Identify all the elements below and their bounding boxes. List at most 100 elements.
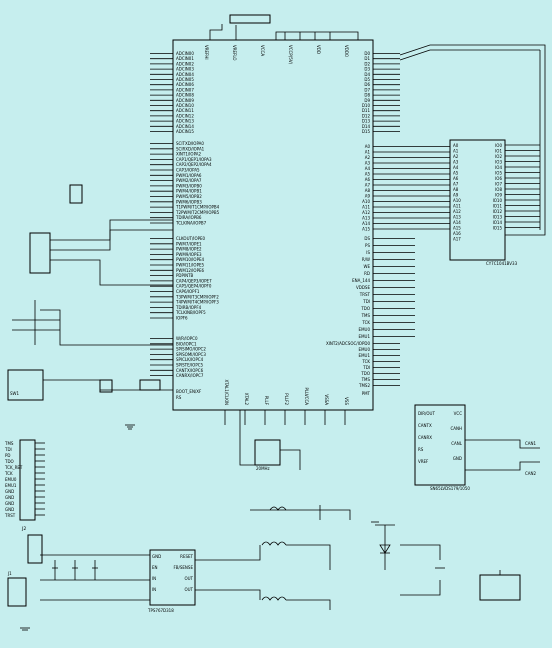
sram-pin-label: A0 (453, 143, 459, 148)
analog-ground-tie (479, 570, 521, 601)
sram-pin-label: A5 (453, 171, 459, 176)
sram-pin-label: IO12 (493, 209, 503, 214)
oscillator (254, 439, 281, 466)
boot-jumper[interactable] (139, 379, 161, 391)
dsp-pin-label: D14 (362, 124, 371, 129)
dsp-pin-label: D11 (362, 108, 371, 113)
dsp-pin-label: D8 (364, 93, 370, 98)
dsp-pin-label: D12 (362, 113, 371, 118)
dsp-pin-label: D9 (364, 98, 370, 103)
sram-pin-label: IO15 (493, 226, 503, 231)
dsp-pin-label: VREFLO (232, 45, 237, 61)
dsp-pin-label: A15 (362, 227, 370, 232)
dsp-pin-label: D6 (364, 82, 370, 87)
dsp-pin-label: ENA_144 (352, 278, 370, 283)
sram-pin-label: IO4 (495, 165, 502, 170)
dsp-pin-label: TDI (362, 299, 370, 304)
dsp-pin-label: A12 (362, 210, 370, 215)
sram-title: CY7C1041BV33 (486, 261, 518, 266)
transceiver-pin-label: RS (418, 447, 424, 452)
dsp-pin-label: PWM7/IOPE1 (176, 241, 202, 246)
dsp-pin-label: D2 (364, 61, 370, 66)
jtag-pin-label: PD (5, 453, 11, 458)
sram-pin-label: A3 (453, 160, 459, 165)
dsp-pin-label: PLLVCCA (304, 388, 309, 406)
dsp-pin-label: TRST (359, 292, 371, 297)
cap-bank-left (52, 560, 98, 580)
dsp-pin-label: SPICLK/IOPC4 (176, 357, 204, 362)
dsp-pin-label: TDIRB/IOPF4 (175, 305, 202, 310)
regulator-pin-label: RESET (180, 554, 193, 559)
dsp-pin-label: SPISOMI/IOPC3 (176, 352, 206, 357)
dsp-pin-label: EMU1 (359, 353, 371, 358)
dsp-pin-label: A9 (365, 194, 371, 199)
dsp-pin-label: D3 (364, 67, 370, 72)
dsp-pin-label: VSSA (324, 394, 329, 405)
dsp-pin-label: PWM8/IOPE2 (176, 247, 202, 252)
sram-pin-labels: A0A1A2A3A4A5A6A7A8A9A10A11A12A13A14A15A1… (453, 143, 540, 242)
dsp-chip-body (172, 39, 374, 411)
dsp-pin-label: A2 (365, 155, 371, 160)
dsp-pin-label: RS (176, 395, 182, 400)
dsp-pin-label: D7 (364, 87, 370, 92)
dsp-pin-label: TDIRA/IOPB6 (175, 215, 202, 220)
power-connector: J1 (7, 571, 27, 607)
dsp-pin-label: PWM12/IOPE6 (176, 268, 205, 273)
power-jack-label: J1 (7, 571, 12, 576)
sram-pin-label: A7 (453, 182, 459, 187)
dsp-pin-label: PLLF (264, 396, 269, 406)
dsp-pin-label: VCCA (260, 45, 265, 56)
dsp-pin-label: PWM6/IOPB3 (176, 199, 202, 204)
left-io-block: SW1 (7, 184, 173, 401)
dsp-pin-label: A7 (365, 183, 371, 188)
dsp-pin-label: PWM10/IOPE4 (176, 257, 205, 262)
reset-button[interactable] (99, 379, 113, 393)
jtag-label: J2 (21, 526, 26, 532)
dsp-pin-label: CAP5/QEP4/IOPF0 (176, 284, 212, 289)
dsp-pin-label: PWM4/IOPB1 (176, 189, 202, 194)
dsp-pin-label: PDPINTB (176, 273, 194, 278)
dsp-pin-label: PWM5/IOPB2 (176, 194, 202, 199)
regulator-pin-label: OUT (184, 576, 193, 581)
dsp-pin-label: PLLF2 (284, 393, 289, 405)
dsp-pin-label: A14 (362, 221, 370, 226)
jtag-header[interactable] (19, 439, 36, 521)
dsp-pin-label: T2PWM/T2CMP/IOPB5 (175, 210, 220, 215)
regulator-pin-label: FB/SENSE (173, 565, 193, 570)
spi-connector (27, 534, 43, 564)
dsp-pin-label: TCK (361, 320, 370, 325)
dsp-pin-label: ADCIN12 (176, 113, 194, 118)
resistor-array (69, 184, 83, 204)
dsp-pin-label: ADCIN09 (176, 98, 194, 103)
dsp-pin-label: ADCIN10 (176, 103, 194, 108)
dsp-pin-label: PWM1/IOPA6 (176, 173, 202, 178)
transceiver-title: SN65LVDS179/1050 (430, 486, 470, 491)
dsp-pin-label: T4PWM/T4CMP/IOPF3 (175, 300, 219, 305)
dsp-pin-label: VDDO (344, 45, 349, 57)
jtag-pin-label: TMS (4, 441, 14, 446)
jtag-pin-label: TDO (4, 459, 14, 464)
dsp-pin-label: A10 (362, 199, 370, 204)
dsp-pin-label: CAP3/IOPA5 (176, 168, 200, 173)
regulator-pin-label: OUT (184, 587, 193, 592)
dsp-pin-label: ADCIN11 (176, 108, 194, 113)
dsp-pin-label: VDD (316, 45, 321, 54)
can-transceiver-body (414, 404, 466, 486)
dsp-pin-label: A4 (365, 166, 371, 171)
dsp-pin-label: VDDSE (356, 285, 370, 290)
regulator-pin-label: IN (152, 576, 156, 581)
transceiver-pin-label: CANTX (418, 423, 432, 428)
dsp-pin-label: A1 (365, 150, 371, 155)
dsp-pin-label: CANTX/IOPC6 (176, 368, 204, 373)
sram-pin-label: IO3 (495, 160, 502, 165)
spi-header[interactable] (27, 534, 43, 564)
transceiver-pin-label: DIR/OUT (418, 411, 435, 416)
dsp-top-power (209, 14, 359, 40)
sram-pin-label: IO11 (493, 204, 503, 209)
transceiver-pin-label: VREF (418, 459, 429, 464)
dsp-pin-label: CAP1/QEP1/IOPA3 (176, 157, 212, 162)
top-connector (229, 14, 271, 24)
dsp-pin-label: TCK (361, 359, 370, 364)
sram-pin-label: IO6 (495, 176, 502, 181)
power-jack[interactable] (7, 577, 27, 607)
